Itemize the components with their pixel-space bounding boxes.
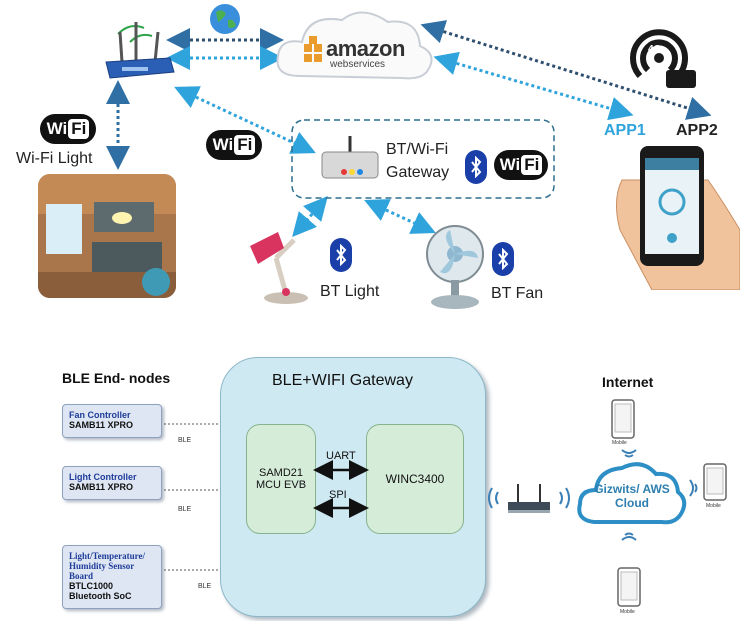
mobile-bottom-label: Mobile — [620, 609, 635, 615]
cloud-label: Gizwits/ AWS Cloud — [594, 482, 670, 510]
bluetooth-gateway-icon — [465, 150, 487, 184]
link-aws-app1 — [433, 51, 634, 121]
end-nodes-title: BLE End- nodes — [62, 370, 171, 386]
end-node-sensor-sub: BTLC1000 Bluetooth SoC — [69, 581, 132, 601]
cell-4g-label: 4G — [648, 44, 662, 55]
bt-light-label: BT Light — [320, 283, 380, 300]
bluetooth-fan-icon — [492, 242, 514, 276]
mobile-bottom-wave-icon — [621, 532, 637, 541]
end-node-light-title: Light Controller — [69, 472, 137, 482]
mobile-right-wave-icon — [689, 479, 698, 497]
mobile-bottom-icon — [617, 567, 641, 607]
end-node-fan-sub: SAMB11 XPRO — [69, 420, 134, 430]
wifi-light-label: Wi-Fi Light — [16, 150, 93, 167]
top-diagram-links — [106, 20, 712, 238]
wifi-badge-mid-wi: Wi — [212, 135, 234, 154]
winc-block: WINC3400 — [366, 424, 464, 534]
ble-label-sensor: BLE — [198, 583, 212, 590]
ble-links — [164, 423, 220, 571]
winc-block-label: WINC3400 — [385, 472, 445, 486]
globe-icon — [210, 4, 240, 34]
mobile-top-label: Mobile — [612, 440, 627, 446]
end-node-light-sub: SAMB11 XPRO — [69, 482, 134, 492]
ble-label-light: BLE — [178, 506, 192, 513]
mcu-block-label: SAMD21 MCU EVB — [255, 467, 307, 491]
end-node-sensor-title: Light/Temperature/ Humidity Sensor Board — [69, 551, 145, 581]
mcu-block: SAMD21 MCU EVB — [246, 424, 316, 534]
gizwits-aws-cloud-icon — [577, 462, 687, 525]
mobile-right-label: Mobile — [706, 503, 721, 509]
app1-label: APP1 — [604, 122, 646, 139]
uart-label: UART — [326, 450, 356, 462]
link-gateway-bt-light — [292, 195, 328, 238]
wifi-badge-left-wi: Wi — [46, 119, 68, 138]
end-node-light: Light Controller SAMB11 XPRO — [62, 466, 162, 500]
link-gateway-bt-fan — [364, 199, 436, 234]
gateway-device-icon — [321, 136, 379, 179]
end-node-fan: Fan Controller SAMB11 XPRO — [62, 404, 162, 438]
router-icon — [105, 22, 175, 79]
phone-in-hand-icon — [616, 146, 740, 290]
internet-title: Internet — [602, 374, 654, 390]
wifi-badge-mid-fi: Fi — [234, 135, 256, 155]
bt-fan-label: BT Fan — [491, 285, 544, 302]
mobile-top-icon — [611, 399, 635, 439]
gateway-boundary — [291, 119, 555, 199]
app2-label: APP2 — [676, 122, 718, 139]
aws-logo-subtext: webservices — [330, 59, 386, 70]
ble-label-fan: BLE — [178, 437, 192, 444]
mobile-right-icon — [703, 463, 727, 501]
bluetooth-light-icon — [330, 238, 352, 272]
wifi-badge-left-fi: Fi — [68, 119, 90, 139]
gateway-title: BLE+WIFI Gateway — [272, 372, 413, 389]
bottom-router-icon — [488, 484, 570, 513]
end-node-sensor: Light/Temperature/ Humidity Sensor Board… — [62, 545, 162, 609]
bus-arrows — [313, 460, 369, 518]
room-photo-image — [38, 174, 176, 298]
gateway-label-line1: BT/Wi-Fi — [386, 141, 449, 158]
wifi-badge-gateway-fi: Fi — [521, 155, 543, 175]
wifi-badge-gateway-wi: Wi — [499, 155, 521, 174]
desk-fan-icon — [426, 225, 484, 309]
spi-label: SPI — [329, 489, 347, 501]
gateway-label-line2: Gateway — [386, 164, 450, 181]
cell-4g-icon — [630, 29, 696, 88]
desk-lamp-icon — [250, 232, 308, 304]
mobile-top-wave-icon — [621, 449, 637, 458]
end-node-fan-title: Fan Controller — [69, 410, 131, 420]
aws-cloud-icon — [276, 11, 433, 80]
link-router-gateway — [174, 86, 316, 154]
aws-logo-text: amazon — [326, 36, 405, 61]
